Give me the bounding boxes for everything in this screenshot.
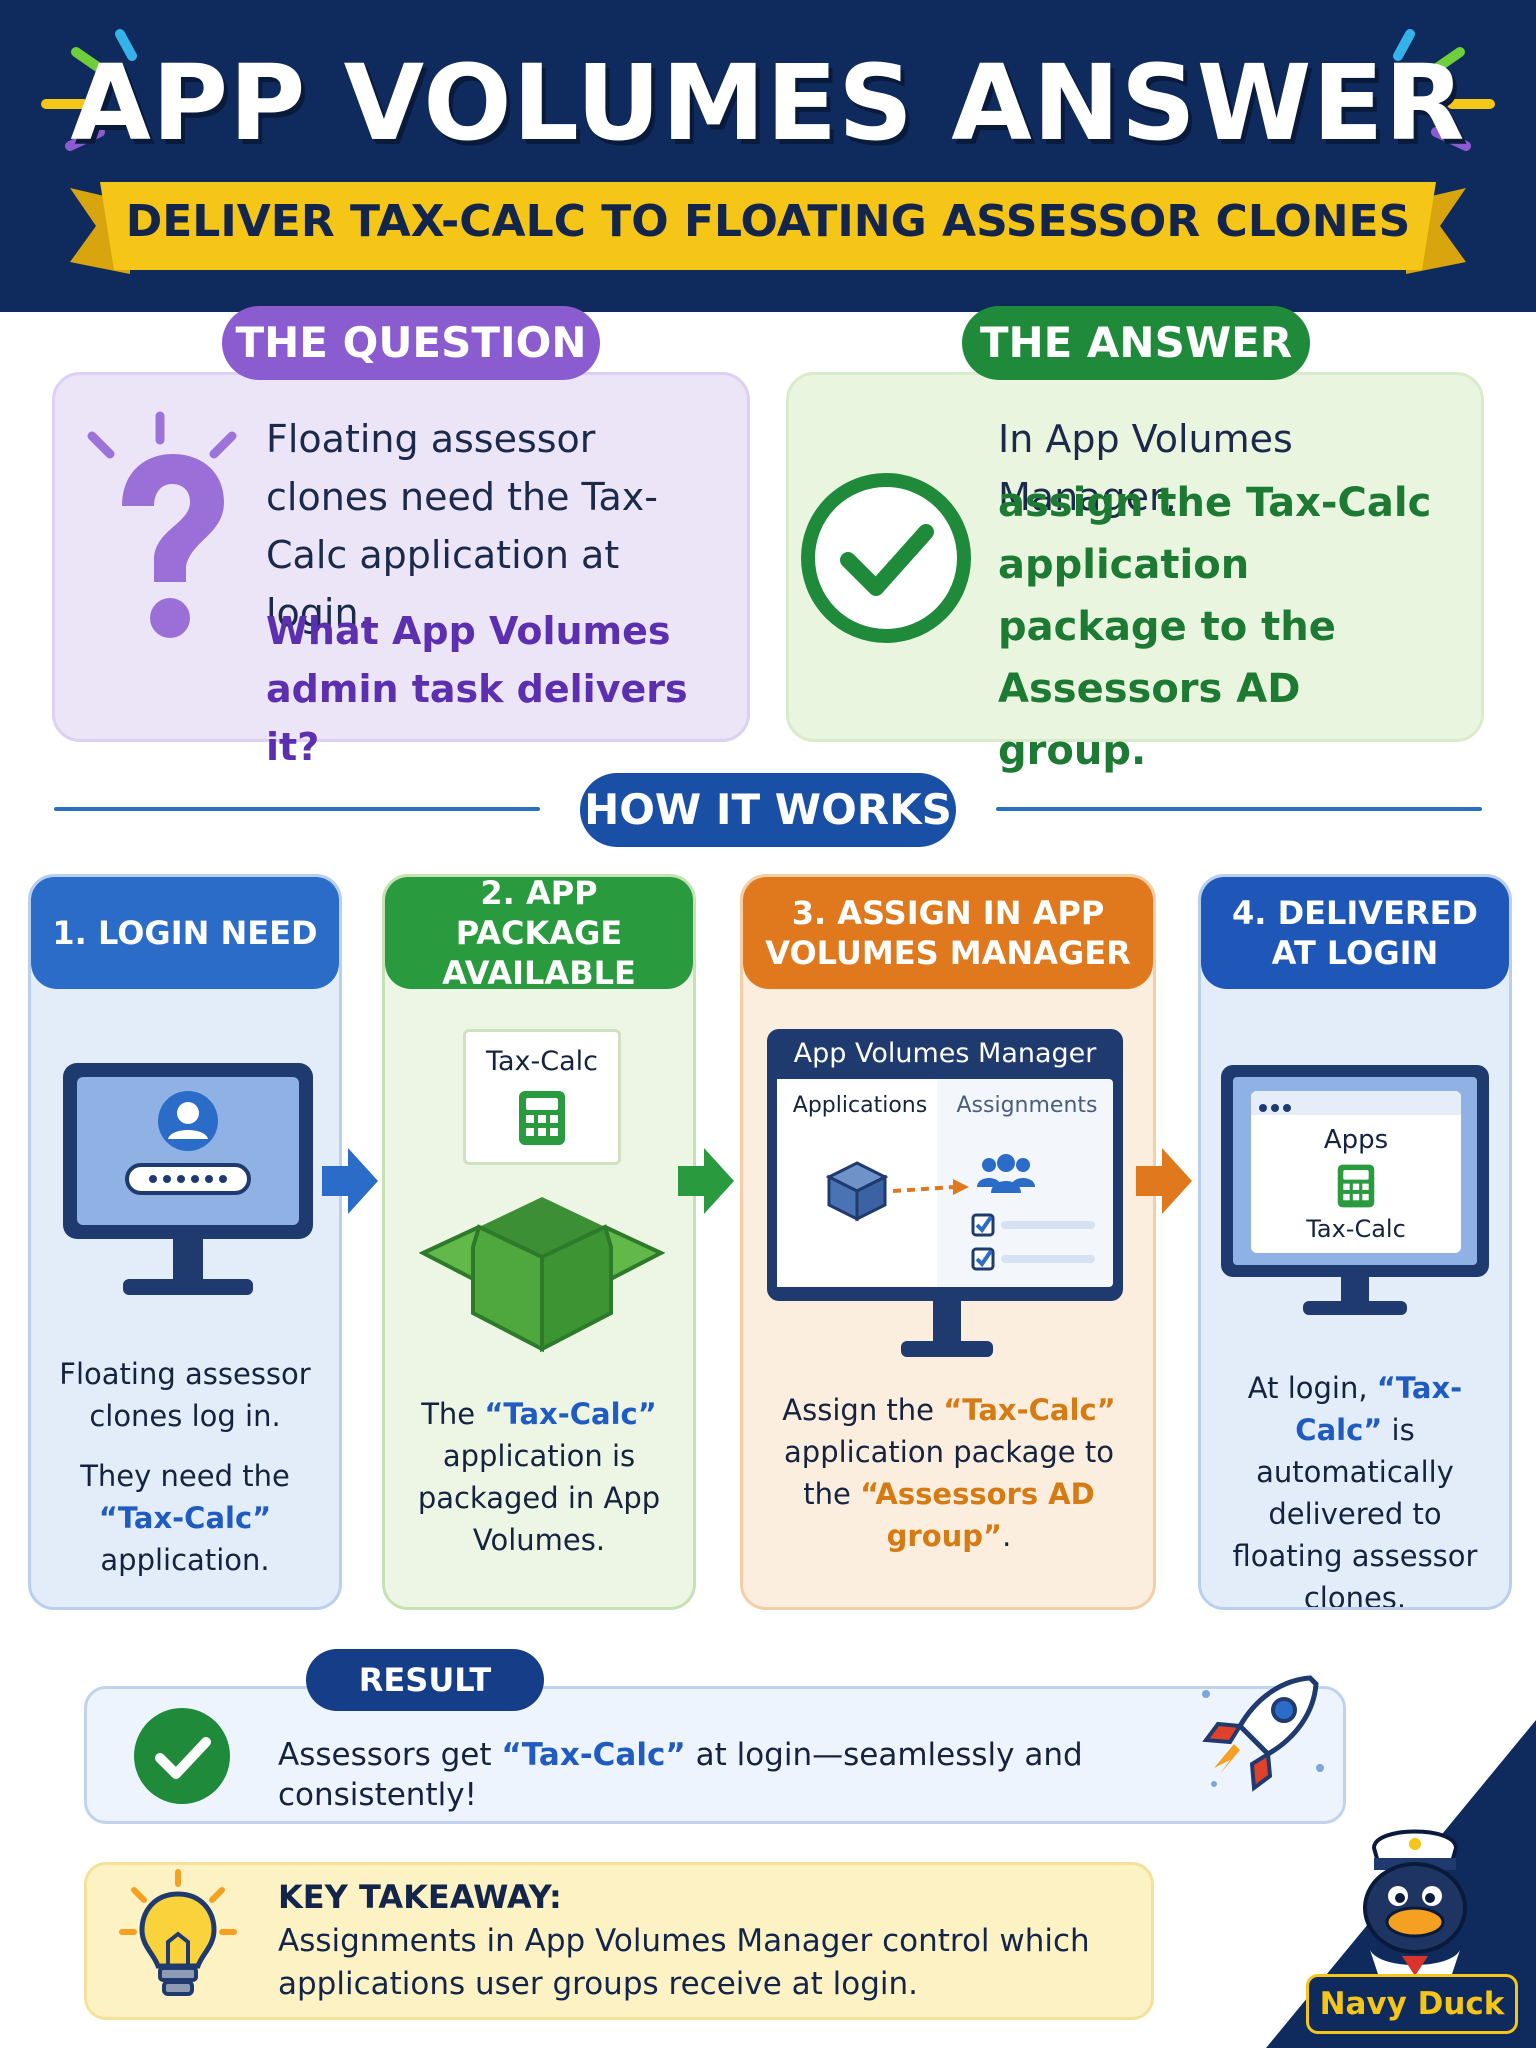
cube-icon xyxy=(825,1161,889,1222)
brand-badge: Navy Duck xyxy=(1306,1974,1518,2034)
divider-right xyxy=(996,807,1482,811)
question-label: THE QUESTION xyxy=(222,306,600,380)
step-title: 2. APP PACKAGE AVAILABLE xyxy=(385,877,693,992)
delivered-app-name: Tax-Calc xyxy=(1306,1215,1406,1243)
light-bulb-icon xyxy=(119,1869,237,1996)
assignment-checklist-icon xyxy=(971,1213,1095,1271)
monitor-stand xyxy=(901,1301,993,1357)
result-text-lead: Assessors get xyxy=(278,1737,492,1773)
result-text: Assessors get “Tax-Calc” at login—seamle… xyxy=(278,1735,1178,1815)
open-box-icon xyxy=(419,1197,665,1353)
result-text-tail: at login—seamlessly and consistently! xyxy=(278,1737,1083,1813)
step-card-delivered: 4. DELIVERED AT LOGIN Apps Tax-Calc At l… xyxy=(1198,874,1512,1610)
step-2-text: The “Tax-Calc” application is packaged i… xyxy=(395,1393,683,1561)
step-3-text-lead: Assign the xyxy=(782,1393,935,1427)
how-it-works-label: HOW IT WORKS xyxy=(580,773,956,847)
step-1-text-b: They need the “Tax-Calc” application. xyxy=(41,1455,329,1581)
divider-left xyxy=(54,807,540,811)
main-title: APP VOLUMES ANSWER xyxy=(70,42,1466,164)
step-4-app-name: “Tax-Calc” xyxy=(1295,1371,1463,1447)
manager-monitor: App Volumes Manager Applications Assignm… xyxy=(767,1029,1123,1301)
calculator-icon xyxy=(519,1091,565,1145)
result-app-name: “Tax-Calc” xyxy=(501,1737,686,1773)
step-3-group-name: “Assessors AD group” xyxy=(860,1477,1095,1553)
step-4-text-lead: At login, xyxy=(1247,1371,1368,1405)
monitor-screen: Apps Tax-Calc xyxy=(1233,1077,1477,1265)
step-card-login-need: 1. LOGIN NEED Floating assessor clones l… xyxy=(28,874,342,1610)
step-1-text-b-lead: They need the xyxy=(80,1459,290,1493)
step-3-text: Assign the “Tax-Calc” application packag… xyxy=(773,1389,1125,1557)
arrow-right-icon xyxy=(678,1148,734,1214)
check-circle-icon xyxy=(134,1708,230,1804)
package-label-card: Tax-Calc xyxy=(463,1029,621,1165)
step-1-text-a: Floating assessor clones log in. xyxy=(59,1357,311,1433)
step-title: 1. LOGIN NEED xyxy=(31,877,339,989)
assignments-column-label: Assignments xyxy=(956,1093,1098,1118)
subtitle-ribbon xyxy=(70,182,1466,274)
step-3-text-tail: . xyxy=(1002,1519,1012,1553)
step-3-text-mid: application package to the xyxy=(784,1435,1114,1511)
takeaway-panel xyxy=(84,1862,1154,2020)
subtitle: DELIVER TAX-CALC TO FLOATING ASSESSOR CL… xyxy=(125,196,1411,247)
step-1-text-b-tail: application. xyxy=(100,1543,270,1577)
user-group-icon xyxy=(977,1154,1035,1193)
step-1-app-name: “Tax-Calc” xyxy=(98,1501,272,1535)
assign-arrow-icon xyxy=(892,1179,969,1195)
applications-column-label: Applications xyxy=(792,1093,928,1118)
check-circle-icon xyxy=(801,473,971,643)
answer-lead: In App Volumes Manager, xyxy=(998,417,1293,519)
step-4-text-tail: is automatically delivered to floating a… xyxy=(1232,1413,1478,1610)
step-card-app-package: 2. APP PACKAGE AVAILABLE Tax-Calc The “T… xyxy=(382,874,696,1610)
result-label: RESULT xyxy=(306,1649,544,1711)
answer-text: assign the Tax-Calc application package … xyxy=(998,480,1432,774)
manager-window: Applications Assignments xyxy=(777,1079,1113,1287)
result-panel xyxy=(84,1686,1346,1824)
step-2-app-name: “Tax-Calc” xyxy=(484,1397,657,1431)
arrow-right-icon xyxy=(1136,1148,1192,1214)
takeaway-title: KEY TAKEAWAY: xyxy=(278,1878,562,1916)
step-title: 3. ASSIGN IN APP VOLUMES MANAGER xyxy=(743,877,1153,989)
answer-label: THE ANSWER xyxy=(962,306,1310,380)
app-window: Apps Tax-Calc xyxy=(1251,1091,1461,1253)
step-2-text-tail: application is packaged in App Volumes. xyxy=(417,1439,661,1557)
step-4-text: At login, “Tax-Calc” is automatically de… xyxy=(1211,1367,1499,1610)
user-login-monitor-icon xyxy=(63,1063,313,1295)
burst-decoration xyxy=(41,29,1495,151)
question-ask: What App Volumes admin task delivers it? xyxy=(266,609,688,769)
delivered-monitor: Apps Tax-Calc xyxy=(1221,1065,1489,1277)
app-window-titlebar xyxy=(1251,1091,1461,1115)
duck-mascot-icon xyxy=(1363,1829,1467,1980)
step-2-text-lead: The xyxy=(421,1397,476,1431)
rocket-icon xyxy=(1202,1675,1324,1792)
manager-window-title: App Volumes Manager xyxy=(793,1038,1097,1069)
apps-label: Apps xyxy=(1323,1125,1389,1155)
question-mark-icon xyxy=(87,411,237,638)
package-label: Tax-Calc xyxy=(485,1046,599,1077)
arrow-right-icon xyxy=(322,1148,378,1214)
takeaway-text: Assignments in App Volumes Manager contr… xyxy=(278,1923,1090,2002)
step-card-assign: 3. ASSIGN IN APP VOLUMES MANAGER App Vol… xyxy=(740,874,1156,1610)
question-text: Floating assessor clones need the Tax-Ca… xyxy=(266,417,658,635)
step-title: 4. DELIVERED AT LOGIN xyxy=(1201,877,1509,989)
monitor-stand xyxy=(1303,1275,1407,1315)
calculator-icon xyxy=(1337,1164,1375,1208)
step-3-app-name: “Tax-Calc” xyxy=(943,1393,1116,1427)
